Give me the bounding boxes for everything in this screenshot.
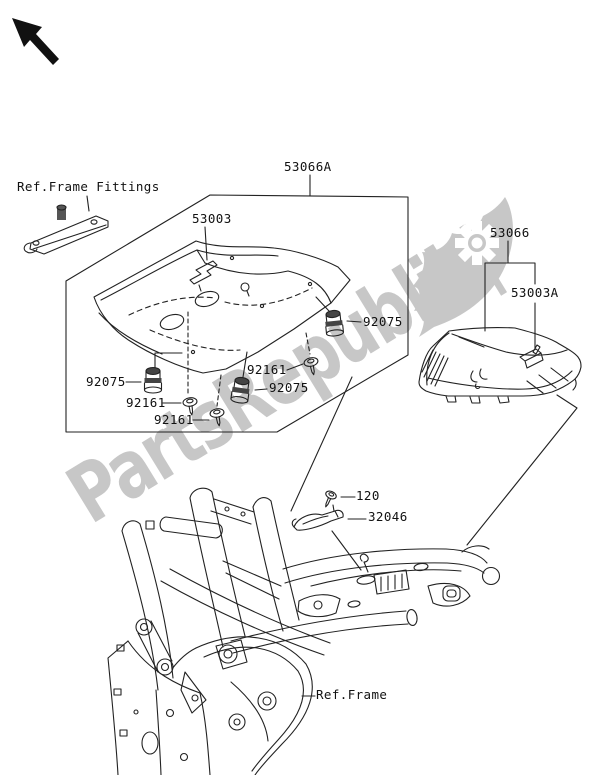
label-32046: 32046 [368,509,408,524]
label-ref-frame: Ref.Frame [316,687,388,702]
seat-strap-53003A-part [519,344,544,369]
main-seat-drawing [93,240,351,407]
screw-120-part [325,490,337,508]
label-92161-right: 92161 [247,362,287,377]
frame-drawing [107,487,501,775]
rear-seat-drawing [418,327,582,404]
label-53066: 53066 [490,225,530,240]
callout-bracket-53066 [484,240,536,349]
seat-band-53003-part [189,260,218,285]
label-53066A: 53066A [284,159,332,174]
detail-box [65,194,409,433]
label-92075-mid: 92075 [269,380,309,395]
screw-92161-parts [182,357,319,427]
frame-fittings-part-drawing [23,195,109,255]
label-120: 120 [356,488,380,503]
leader-lines [125,174,578,697]
label-92161-bottom: 92161 [154,412,194,427]
arrow-pointer-icon [12,18,59,65]
label-ref-frame-fittings: Ref.Frame Fittings [17,179,160,194]
gear-flag-logo-icon [412,197,513,337]
label-92075-top-right: 92075 [363,314,403,329]
label-92075-left: 92075 [86,374,126,389]
label-53003: 53003 [192,211,232,226]
bracket-32046-part [291,504,362,571]
label-92161-left: 92161 [126,395,166,410]
damper-92075-parts [143,309,344,404]
label-53003A: 53003A [511,285,559,300]
